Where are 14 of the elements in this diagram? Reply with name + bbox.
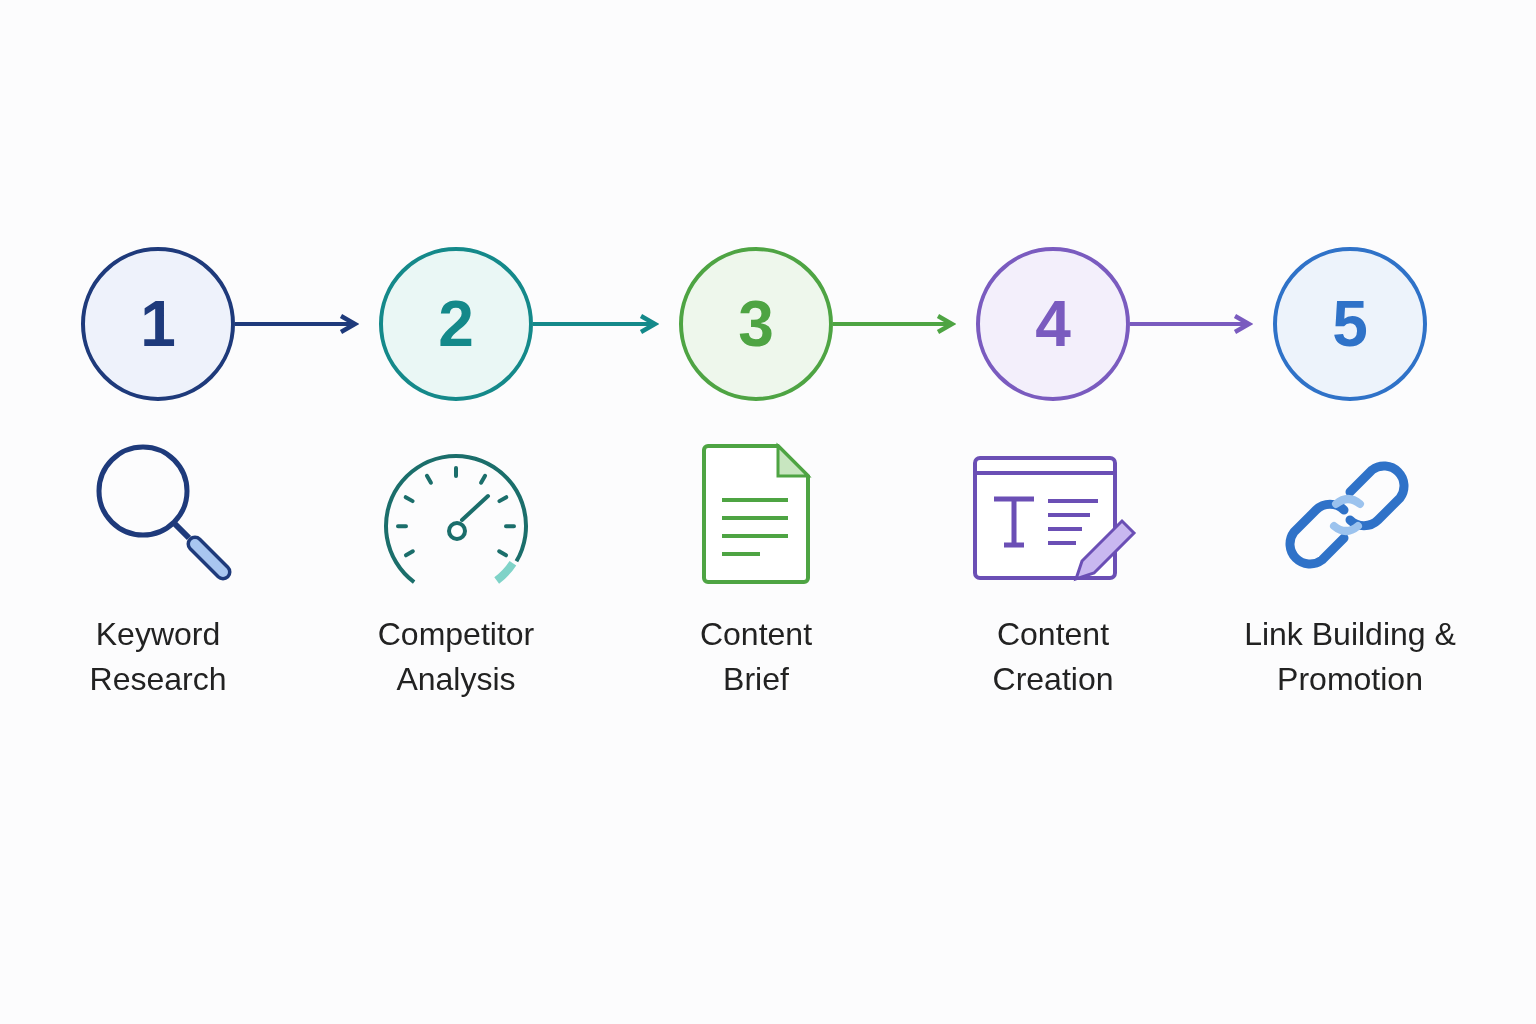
arrow — [533, 313, 658, 335]
step-number: 3 — [738, 287, 774, 361]
step-label: Content Brief — [698, 615, 814, 699]
step-label: Link Building & Promotion — [1243, 615, 1457, 699]
step-label: Competitor Analysis — [376, 615, 536, 699]
arrow — [1130, 313, 1252, 335]
arrow — [833, 313, 955, 335]
step-label: Content Creation — [991, 615, 1115, 699]
arrow — [235, 313, 358, 335]
step-number: 2 — [438, 287, 474, 361]
step-number: 5 — [1332, 287, 1368, 361]
step-number: 4 — [1035, 287, 1071, 361]
step-label: Keyword Research — [88, 615, 228, 699]
step-number: 1 — [140, 287, 176, 361]
